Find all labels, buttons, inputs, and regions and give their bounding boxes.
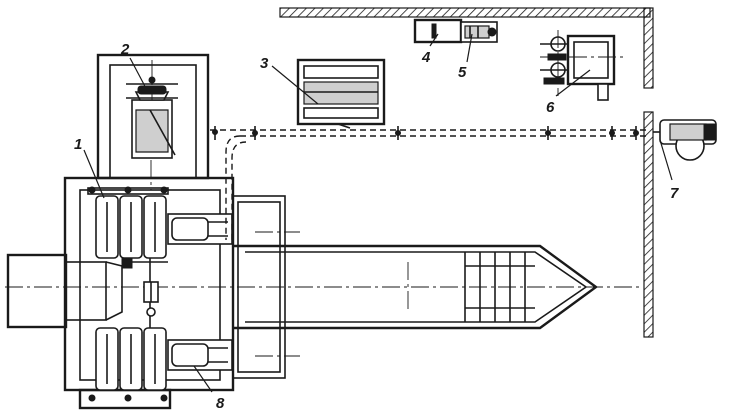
electrical-panel — [413, 18, 463, 44]
press-valve-block — [121, 160, 168, 328]
cylinder-bottom — [167, 339, 233, 371]
control-cabinet — [296, 58, 386, 129]
leader-lines — [83, 33, 673, 393]
tool-carriage — [233, 231, 599, 357]
drive-motor — [653, 119, 717, 161]
pump-station — [540, 30, 625, 101]
label-5: 5 — [458, 64, 467, 81]
accumulator-bank-top — [87, 186, 169, 259]
motor-unit — [460, 21, 498, 43]
label-8: 8 — [216, 395, 225, 412]
label-1: 1 — [74, 136, 82, 153]
hydraulic-lines — [210, 126, 650, 240]
label-4: 4 — [421, 49, 431, 66]
label-3: 3 — [260, 55, 269, 72]
label-2: 2 — [120, 41, 130, 58]
label-7: 7 — [670, 185, 679, 202]
part-labels: 1 2 3 4 5 6 7 8 — [74, 41, 679, 412]
cylinder-top — [167, 213, 233, 245]
label-6: 6 — [546, 99, 555, 116]
accumulator-bank-bottom — [88, 327, 168, 402]
building-wall — [279, 7, 654, 338]
pump-unit-top — [126, 60, 178, 159]
ram-body — [6, 253, 123, 329]
